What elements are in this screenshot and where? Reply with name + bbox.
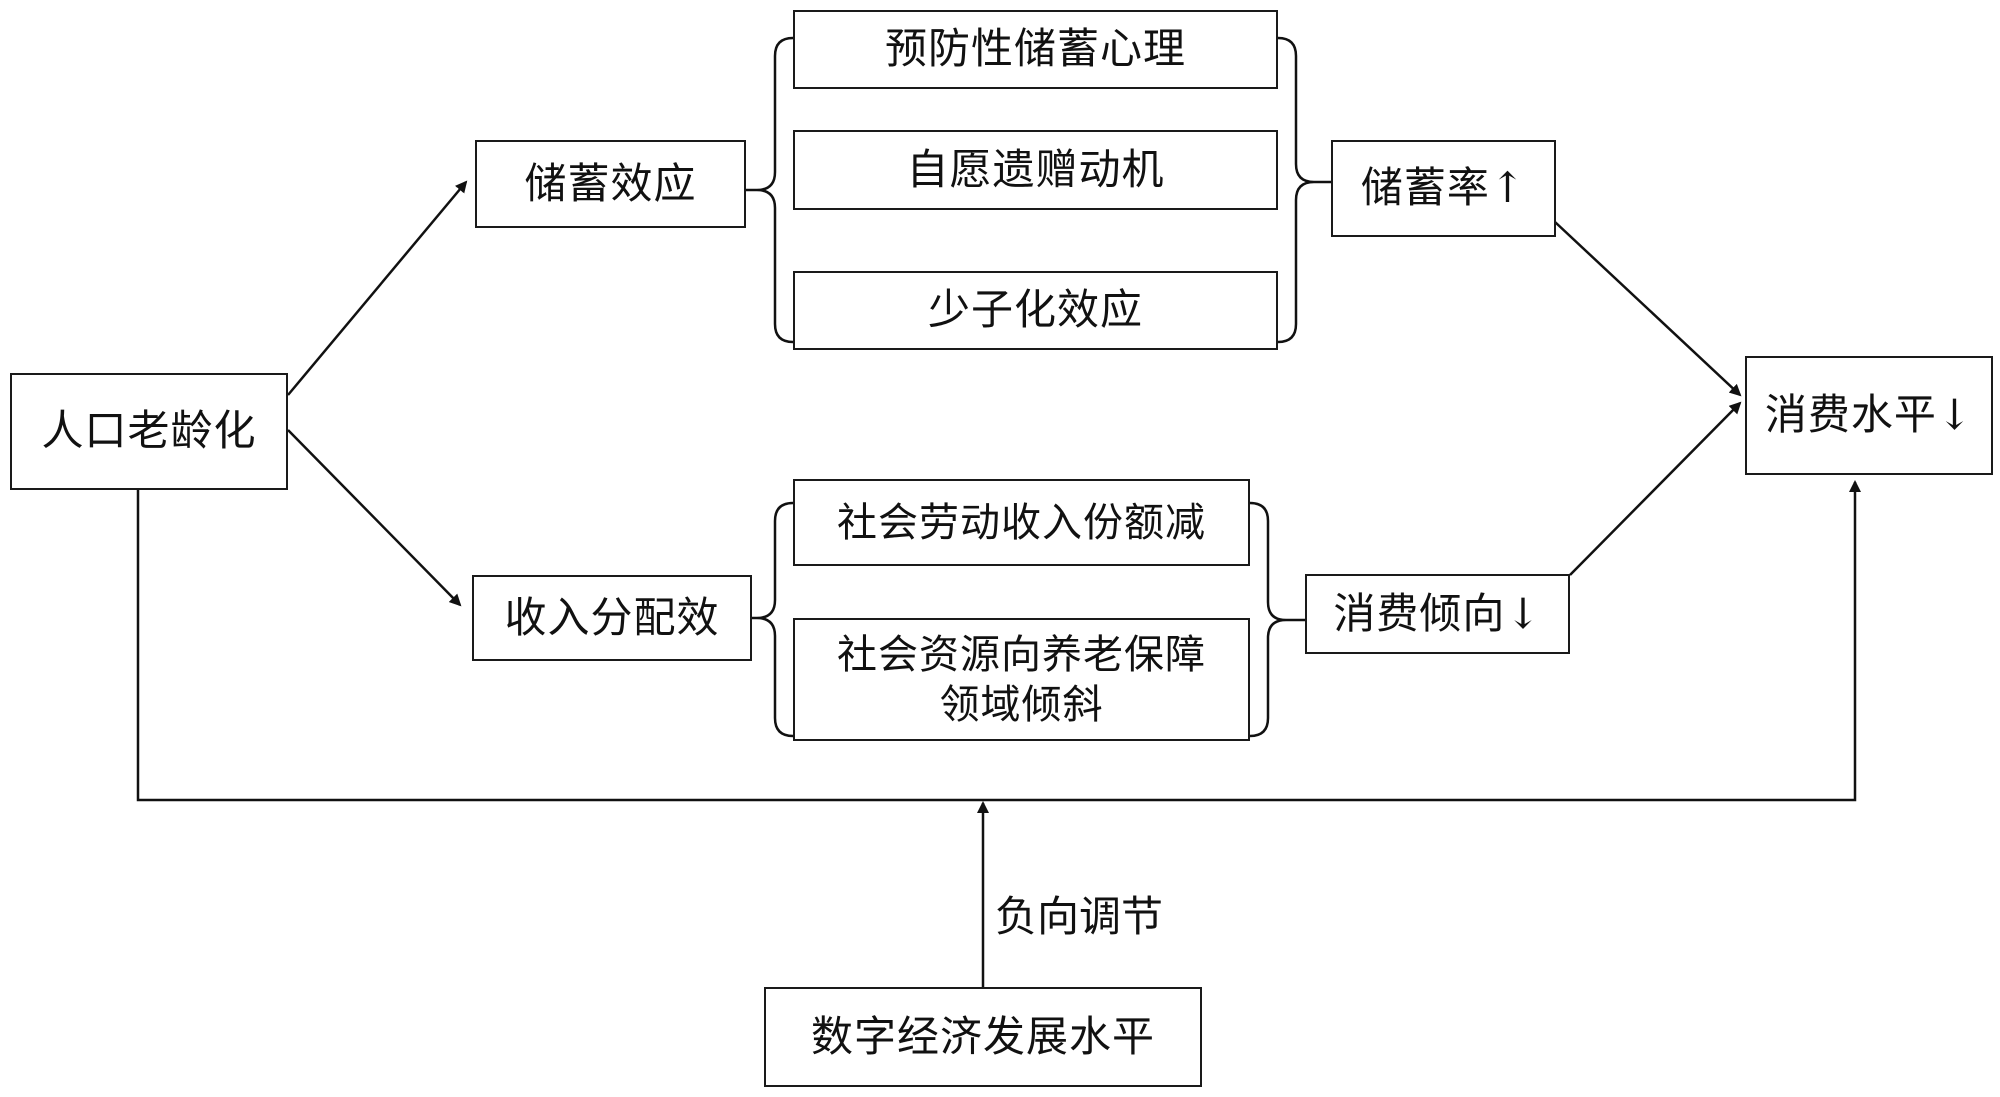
node-saving-rate: 储蓄率↑ xyxy=(1331,140,1556,237)
resources-tilt-line1: 社会资源向养老保障 xyxy=(837,631,1206,678)
left-brace-saving xyxy=(756,36,794,344)
node-saving-effect: 储蓄效应 xyxy=(475,140,746,228)
node-fewer-children: 少子化效应 xyxy=(793,271,1278,350)
arrow-saving-rate-to-consumption-level xyxy=(1554,221,1742,397)
right-brace-saving xyxy=(1277,36,1315,344)
node-aging: 人口老龄化 xyxy=(10,373,288,490)
left-brace-income xyxy=(756,501,794,738)
node-income-distribution: 收入分配效 xyxy=(472,575,752,661)
node-consumption-level: 消费水平↓ xyxy=(1745,356,1993,475)
node-digital-economy: 数字经济发展水平 xyxy=(764,987,1202,1087)
direct-path-line xyxy=(136,480,1861,802)
arrow-aging-to-income-distribution xyxy=(287,429,462,607)
node-precautionary-saving: 预防性储蓄心理 xyxy=(793,10,1278,89)
resources-tilt-line2: 领域倾斜 xyxy=(939,681,1104,728)
node-consumption-propensity: 消费倾向↓ xyxy=(1305,574,1570,654)
node-resources-tilt: 社会资源向养老保障 领域倾斜 xyxy=(793,618,1250,741)
moderation-label: 负向调节 xyxy=(995,892,1164,941)
arrow-propensity-to-consumption-level xyxy=(1569,401,1742,576)
node-labor-share: 社会劳动收入份额减 xyxy=(793,479,1250,566)
node-bequest-motive: 自愿遗赠动机 xyxy=(793,130,1278,210)
right-brace-income xyxy=(1249,501,1287,738)
arrow-aging-to-saving-effect xyxy=(287,180,468,396)
